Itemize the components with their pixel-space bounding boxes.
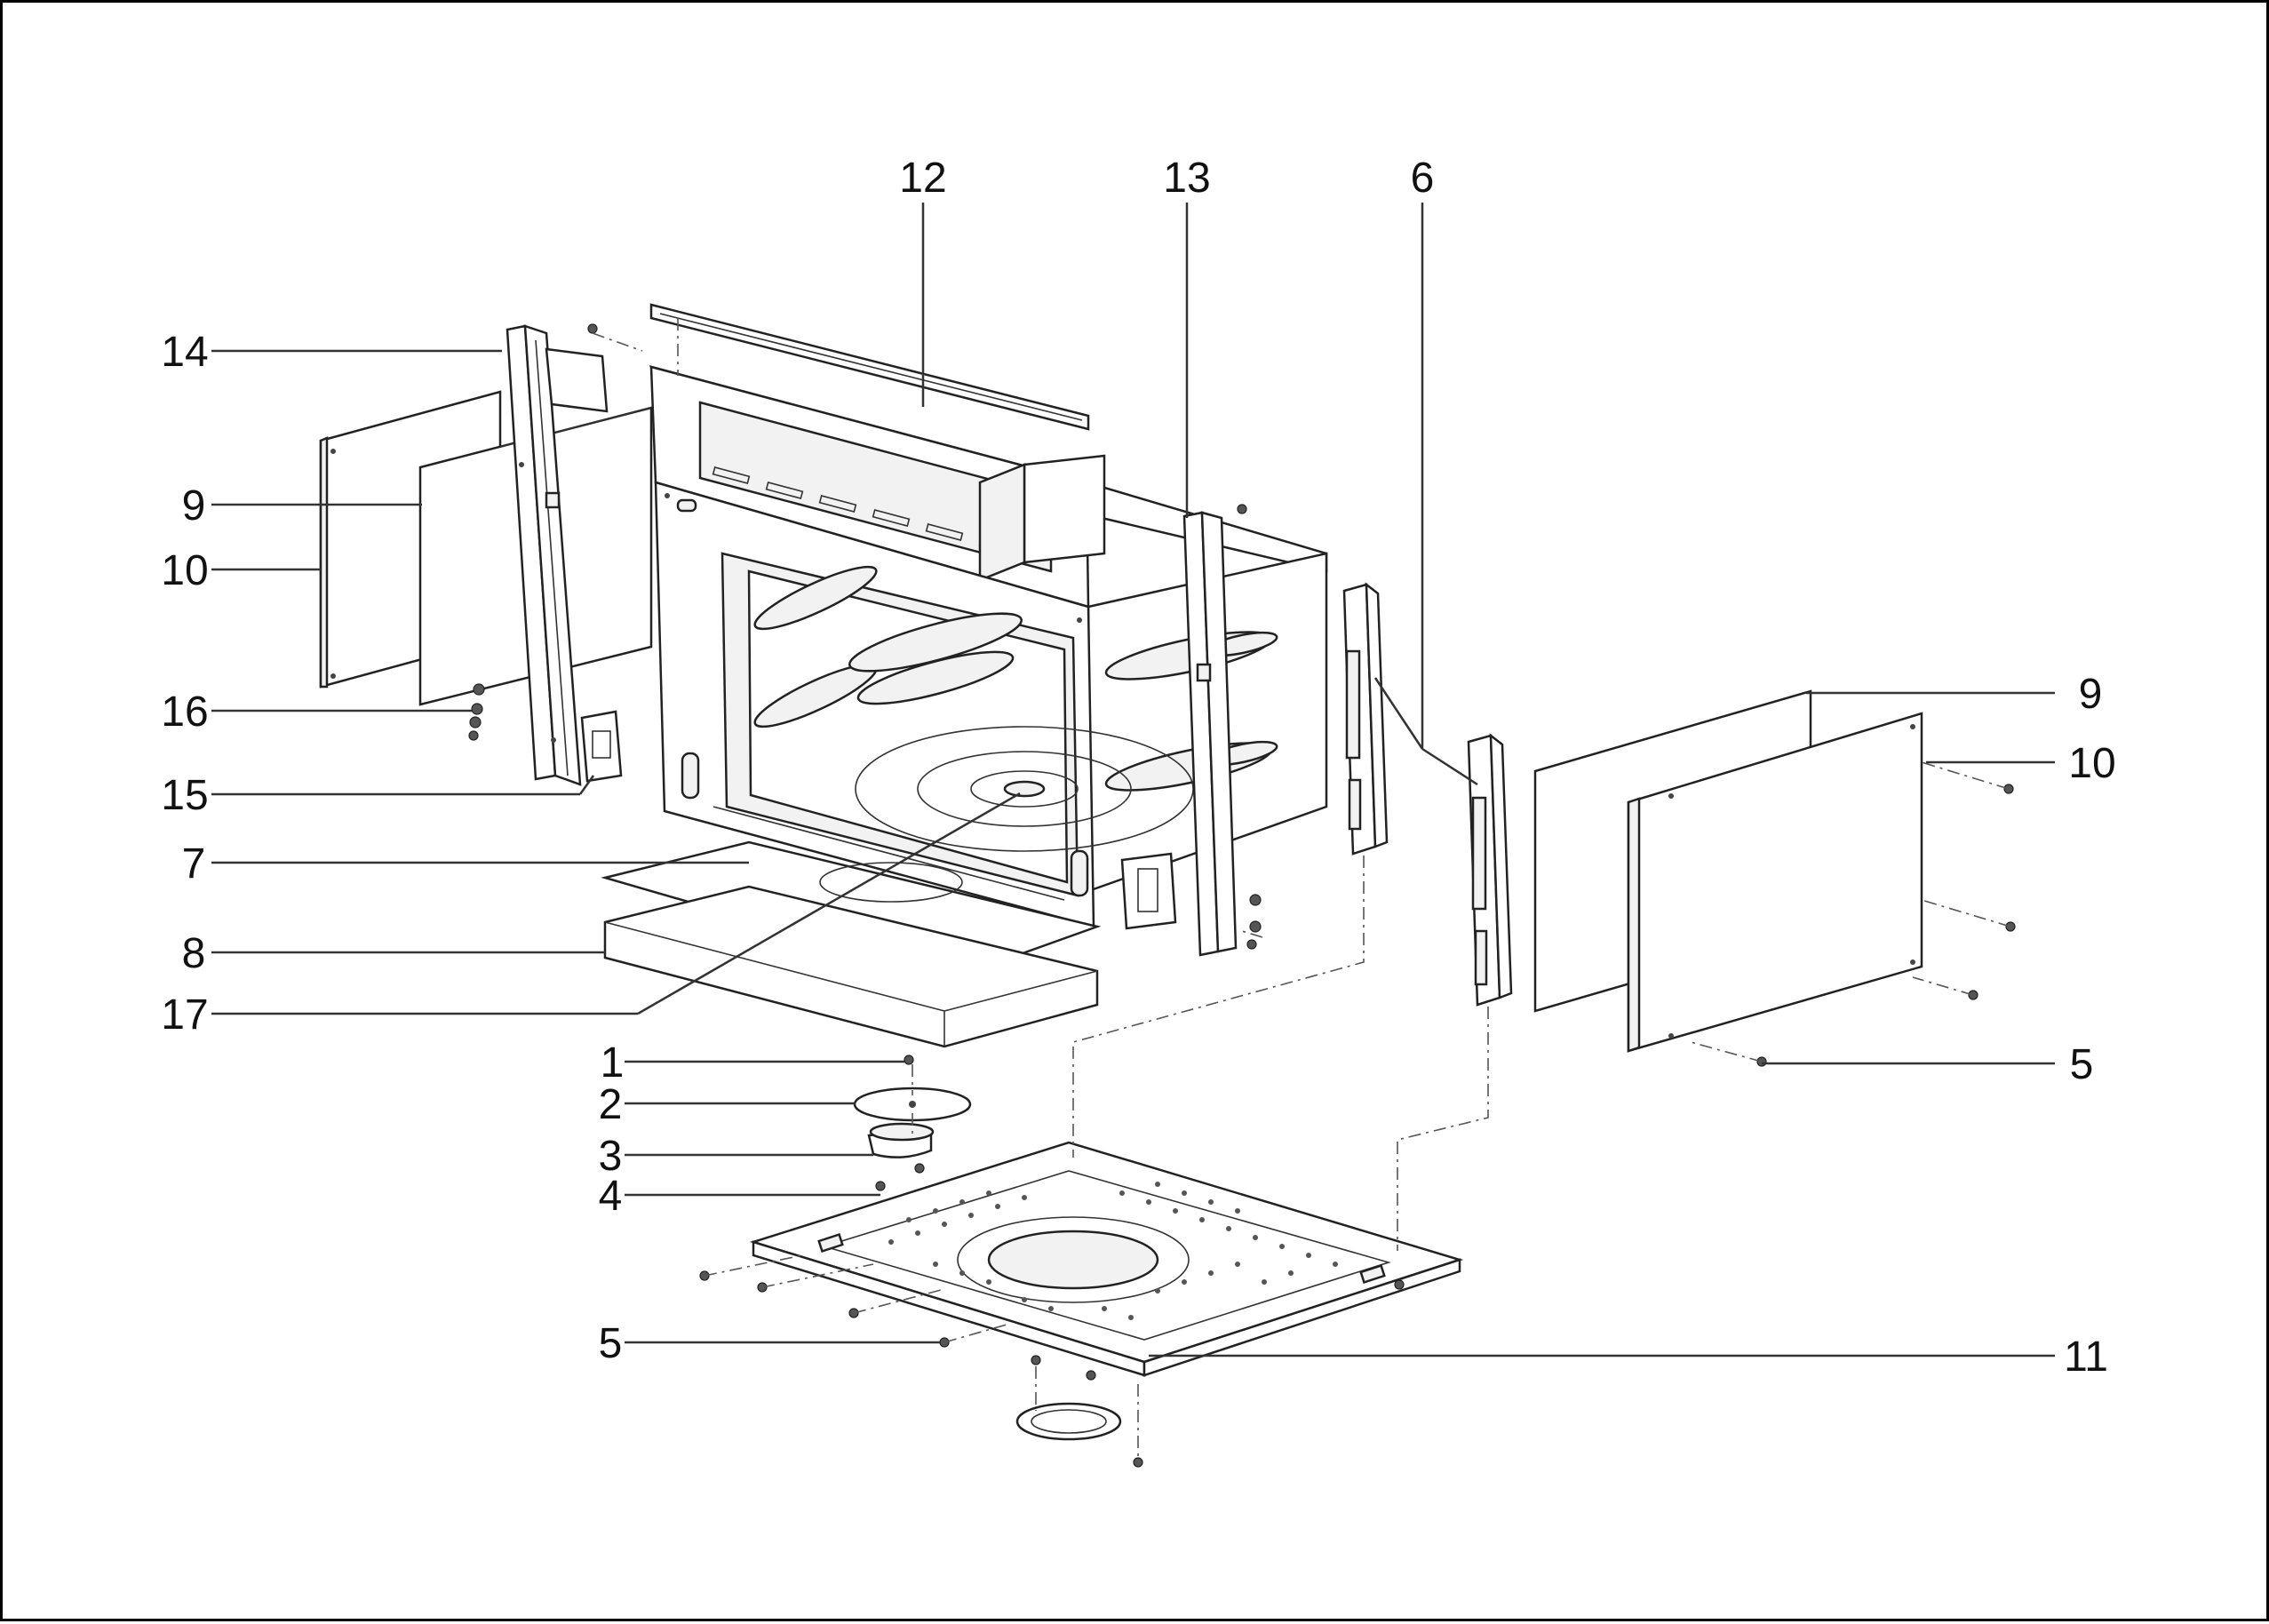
callout-6: 6 <box>1411 155 1435 202</box>
callout-17: 17 <box>161 991 208 1039</box>
callout-16: 16 <box>161 689 208 736</box>
base-tray <box>603 885 1099 1048</box>
callout-3: 3 <box>599 1133 623 1180</box>
callout-9-right: 9 <box>2079 671 2103 718</box>
exploded-parts-diagram: 12 13 6 14 9 10 16 15 7 8 17 9 10 5 1 2 … <box>161 155 2116 1468</box>
callout-14: 14 <box>161 329 208 376</box>
assembly-lines <box>592 318 2011 1460</box>
callout-9-left: 9 <box>182 482 206 529</box>
callout-4: 4 <box>599 1173 623 1220</box>
callout-2: 2 <box>599 1081 623 1128</box>
leader-lines <box>211 203 2055 1357</box>
callout-10-right: 10 <box>2068 740 2115 787</box>
right-front-upright <box>1182 511 1238 957</box>
callout-5-bottom: 5 <box>599 1320 623 1367</box>
right-hinge-bracket <box>1120 852 1177 930</box>
coupler-screw <box>904 1055 914 1065</box>
callout-10-left: 10 <box>161 547 208 594</box>
callout-7: 7 <box>182 840 206 888</box>
side-bracket-rear <box>1342 582 1389 856</box>
callout-labels: 12 13 6 14 9 10 16 15 7 8 17 9 10 5 1 2 … <box>161 155 2115 1381</box>
callout-5-right: 5 <box>2070 1041 2094 1088</box>
top-rear-plate <box>649 303 1090 431</box>
left-front-upright <box>506 324 582 786</box>
side-bracket-front <box>1467 733 1513 1007</box>
right-screws <box>1237 504 1262 950</box>
bottom-fan-ring <box>1015 1402 1143 1468</box>
callout-1: 1 <box>601 1039 625 1087</box>
right-outer-side-panel <box>1627 712 1923 1053</box>
base-plate <box>749 1141 1464 1377</box>
callout-8: 8 <box>182 930 206 977</box>
callout-15: 15 <box>161 772 208 819</box>
perforation-pattern <box>888 1182 1338 1320</box>
callout-11: 11 <box>2064 1333 2108 1381</box>
left-top-bracket <box>545 323 609 413</box>
turntable-motor <box>867 1122 935 1158</box>
callout-13: 13 <box>1163 155 1210 202</box>
oven-cavity <box>649 365 1328 928</box>
motor-screws <box>875 1163 925 1191</box>
callout-12: 12 <box>899 155 946 202</box>
hinge-bracket <box>580 710 623 783</box>
left-screws <box>468 683 485 741</box>
